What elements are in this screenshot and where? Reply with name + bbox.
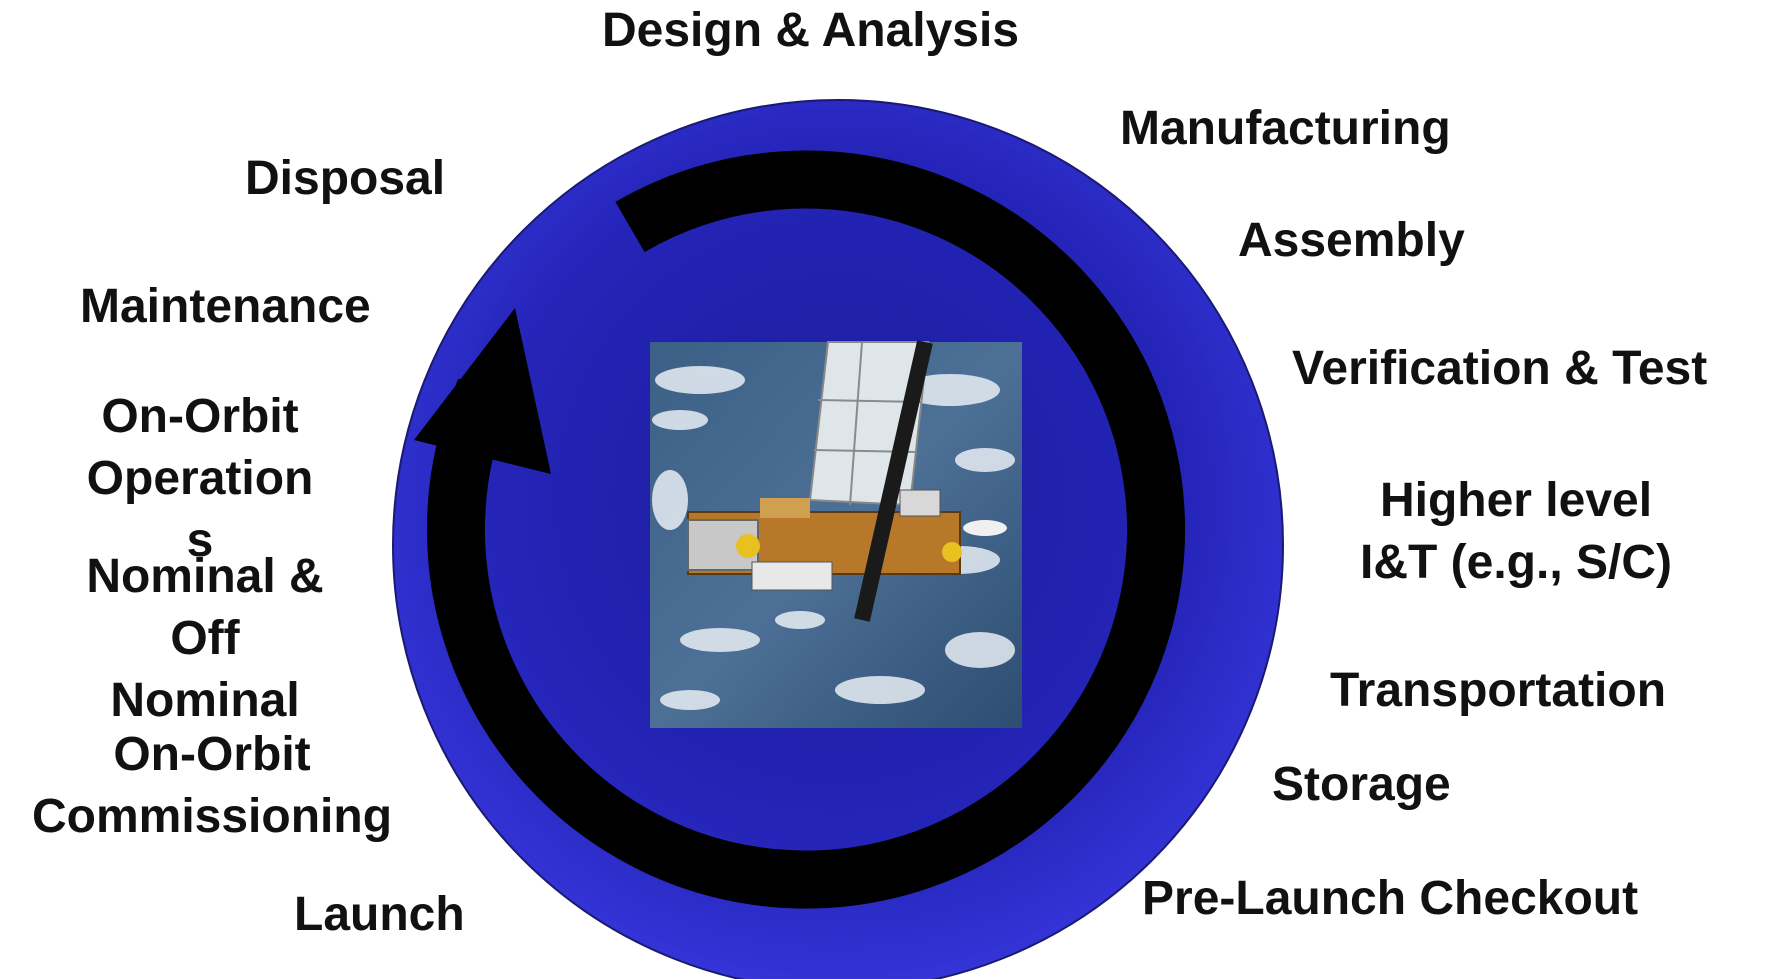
phase-on-orbit-commissioning: On-Orbit Commissioning	[31, 728, 393, 843]
phase-storage: Storage	[1272, 758, 1451, 811]
cycle-arrow-arc	[426, 150, 1185, 909]
phase-higher-level-it: Higher level I&T (e.g., S/C)	[1360, 474, 1672, 589]
phase-maintenance: Maintenance	[80, 280, 371, 333]
phase-disposal: Disposal	[245, 152, 446, 205]
satellite-photo	[650, 340, 1022, 728]
phase-transportation: Transportation	[1330, 664, 1667, 717]
cycle-arrow-head	[414, 308, 551, 474]
phase-manufacturing: Manufacturing	[1120, 102, 1451, 155]
phase-assembly: Assembly	[1238, 214, 1465, 267]
phase-pre-launch-checkout: Pre-Launch Checkout	[1142, 872, 1639, 925]
phase-verification-test: Verification & Test	[1292, 342, 1708, 395]
phase-design-analysis: Design & Analysis	[602, 4, 1020, 57]
phase-nominal-off-nominal: Nominal & Off Nominal	[86, 550, 324, 727]
phase-on-orbit-operations: On-Orbit Operation s	[86, 390, 314, 567]
phase-launch: Launch	[294, 888, 465, 941]
